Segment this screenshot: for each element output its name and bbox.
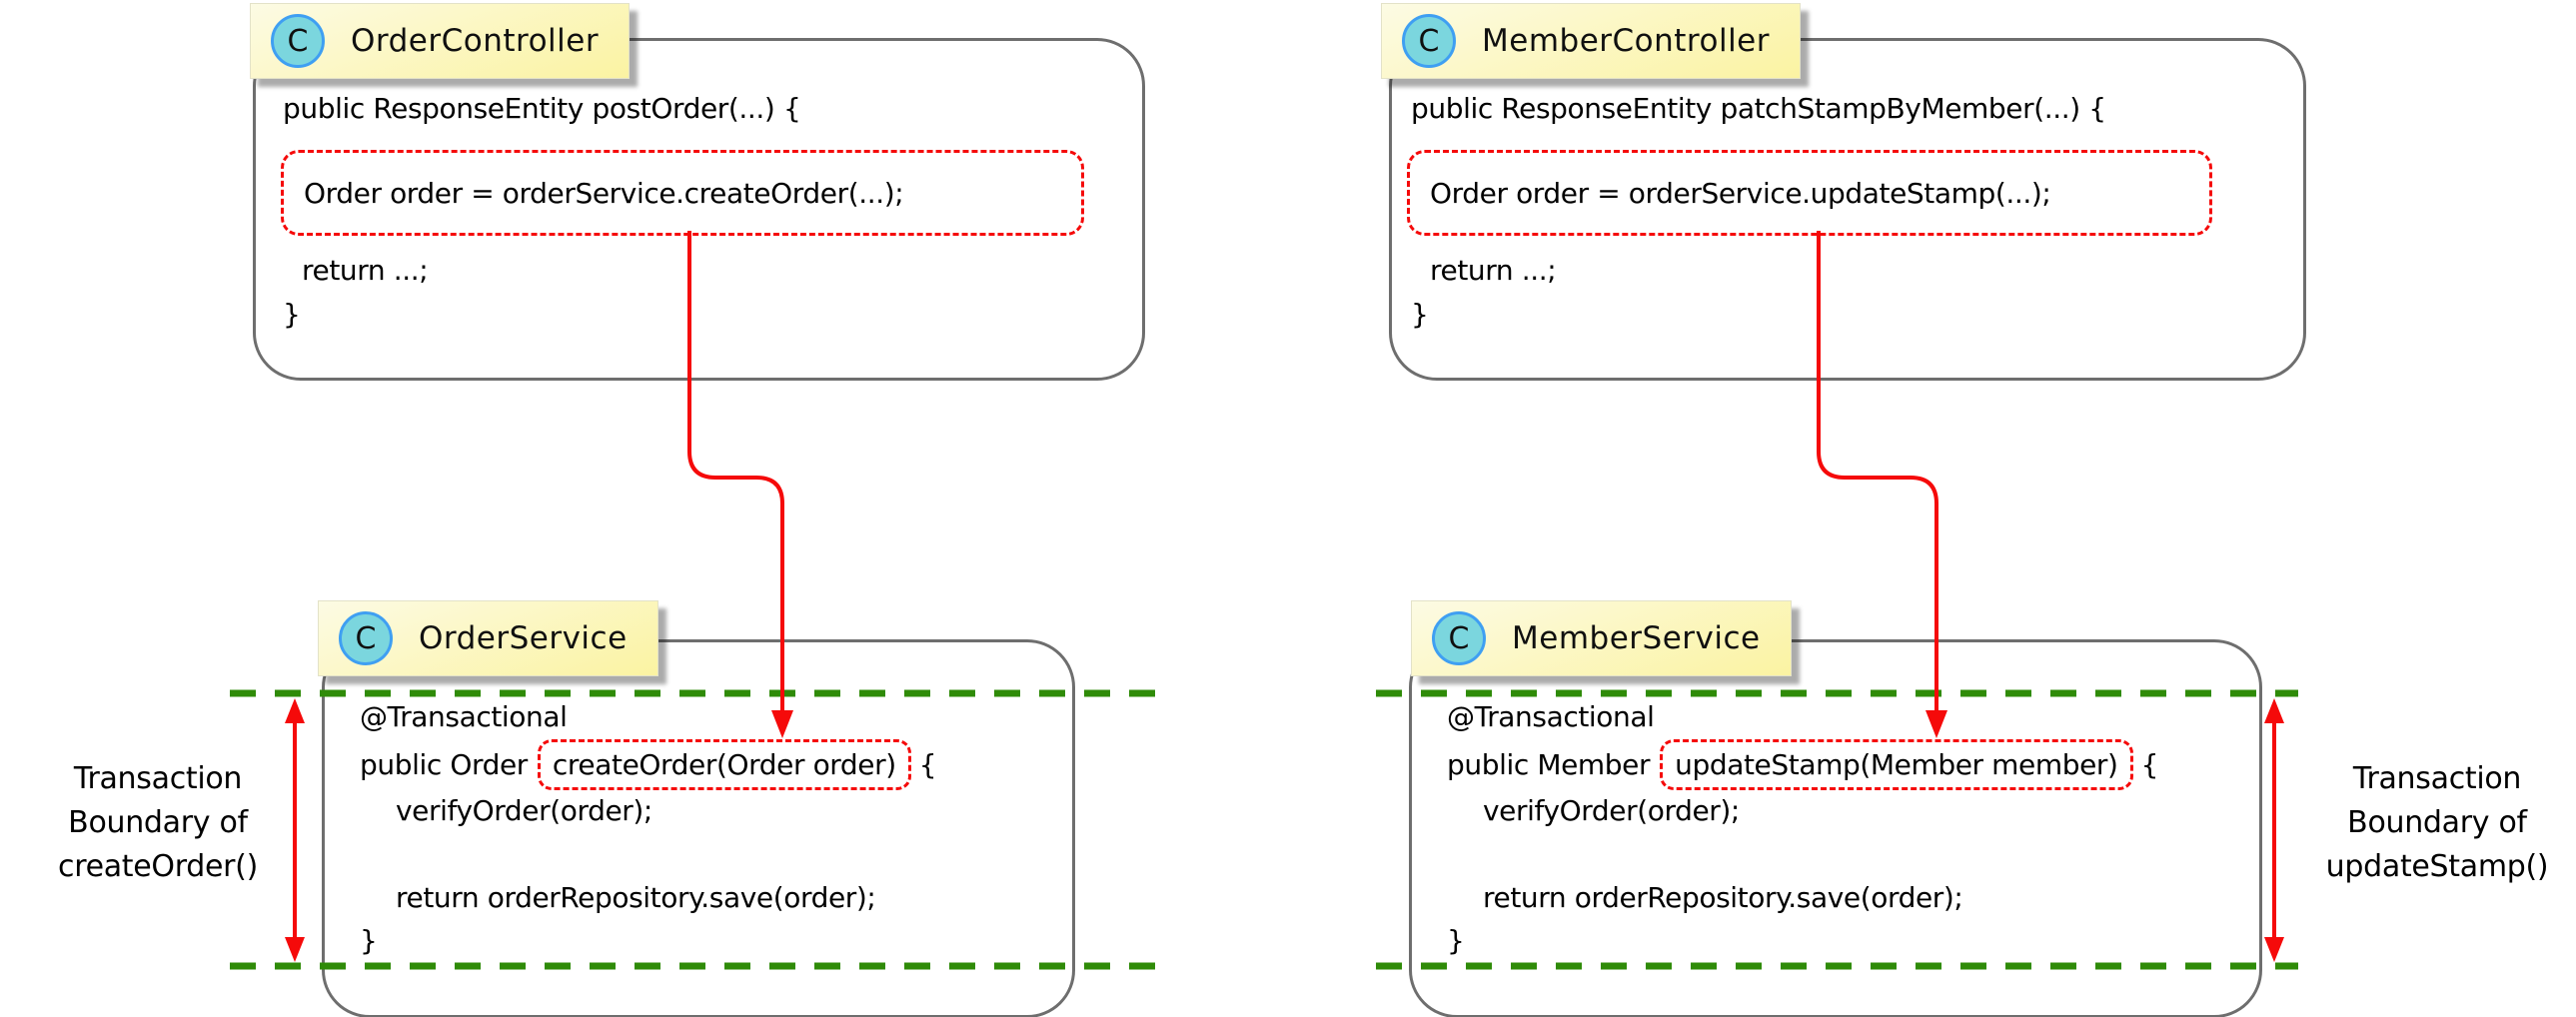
code-line-close: } <box>360 924 378 957</box>
code-line-body2: return orderRepository.save(order); <box>1483 881 1963 914</box>
code-line-close: } <box>1447 924 1465 957</box>
code-line-method-signature: public Order createOrder(Order order) { <box>360 736 937 792</box>
code-line-method-signature: public Member updateStamp(Member member)… <box>1447 736 2158 792</box>
member-controller-badge: C MemberController <box>1381 3 1801 79</box>
code-line-body2: return orderRepository.save(order); <box>396 881 876 914</box>
class-name: OrderController <box>351 23 600 59</box>
code-line-highlighted-call: Order order = orderService.createOrder(.… <box>304 176 904 210</box>
class-name: MemberController <box>1482 23 1770 59</box>
code-line-return: return ...; <box>302 254 429 287</box>
highlighted-method-box: updateStamp(Member member) <box>1660 738 2133 790</box>
signature-prefix: public Order <box>360 747 528 781</box>
code-line-signature: public ResponseEntity postOrder(...) { <box>283 92 801 125</box>
code-line-body1: verifyOrder(order); <box>396 794 652 827</box>
boundary-span-arrow-left-top-head <box>285 698 305 723</box>
code-line-highlighted-call: Order order = orderService.updateStamp(.… <box>1430 176 2051 210</box>
order-service-panel <box>322 639 1075 1017</box>
code-line-close: } <box>283 298 301 331</box>
signature-suffix: { <box>2140 747 2159 781</box>
member-service-panel <box>1409 639 2262 1017</box>
class-stereotype-icon: C <box>1402 14 1456 68</box>
class-name: MemberService <box>1512 620 1761 656</box>
signature-suffix: { <box>918 747 937 781</box>
boundary-span-arrow-left-bottom-head <box>285 937 305 962</box>
class-stereotype-icon: C <box>271 14 325 68</box>
class-stereotype-icon: C <box>339 611 393 665</box>
code-line-signature: public ResponseEntity patchStampByMember… <box>1411 92 2106 125</box>
transaction-boundary-label-right: Transaction Boundary of updateStamp() <box>2306 757 2568 889</box>
code-line-return: return ...; <box>1430 254 1557 287</box>
class-stereotype-icon: C <box>1432 611 1486 665</box>
boundary-label-line: updateStamp() <box>2325 849 2549 884</box>
class-name: OrderService <box>419 620 628 656</box>
boundary-label-line: Transaction <box>2352 761 2522 796</box>
highlighted-call-box: Order order = orderService.updateStamp(.… <box>1407 150 2212 236</box>
boundary-label-line: Transaction <box>73 761 243 796</box>
boundary-label-line: Boundary of <box>68 805 248 840</box>
code-line-annotation: @Transactional <box>1447 700 1655 733</box>
code-line-close: } <box>1411 298 1429 331</box>
order-service-badge: C OrderService <box>318 600 658 676</box>
highlighted-call-box: Order order = orderService.createOrder(.… <box>281 150 1084 236</box>
order-controller-badge: C OrderController <box>250 3 631 79</box>
member-service-badge: C MemberService <box>1411 600 1792 676</box>
boundary-label-line: Boundary of <box>2347 805 2527 840</box>
boundary-span-arrow-right-bottom-head <box>2264 937 2284 962</box>
transaction-boundary-label-left: Transaction Boundary of createOrder() <box>8 757 308 889</box>
boundary-span-arrow-right-top-head <box>2264 698 2284 723</box>
signature-prefix: public Member <box>1447 747 1651 781</box>
code-line-annotation: @Transactional <box>360 700 568 733</box>
boundary-label-line: createOrder() <box>58 849 258 884</box>
highlighted-method-box: createOrder(Order order) <box>537 738 911 790</box>
code-line-body1: verifyOrder(order); <box>1483 794 1740 827</box>
